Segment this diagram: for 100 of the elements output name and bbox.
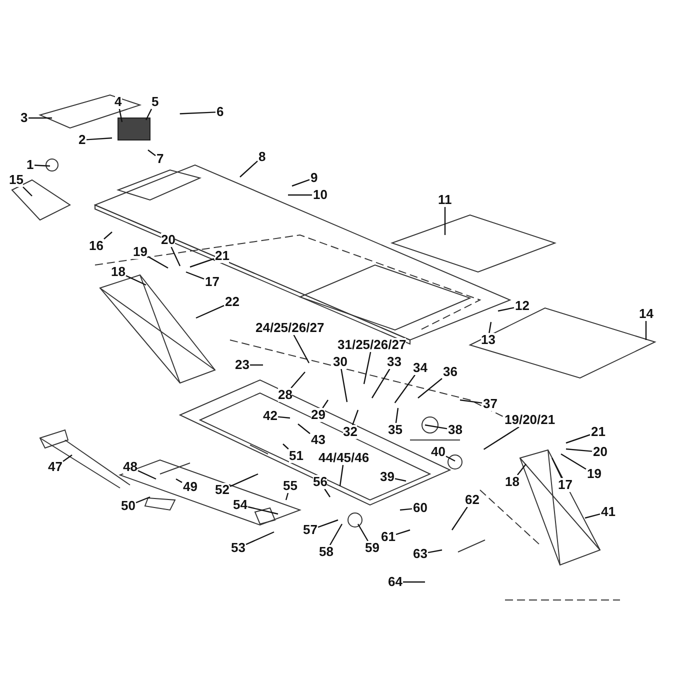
callout-number: 13: [481, 333, 496, 347]
leader-line: [394, 478, 406, 482]
callout-number: 39: [380, 470, 394, 484]
leader-line: [363, 352, 372, 384]
callout-number: 9: [310, 171, 318, 185]
callout-number: 24/25/26/27: [256, 321, 324, 335]
callout-number: 56: [313, 475, 328, 489]
leader-line: [28, 117, 52, 119]
leader-line: [196, 305, 224, 319]
leader-line: [230, 473, 258, 487]
callout-number: 58: [319, 545, 334, 559]
callout-number: 34: [413, 361, 428, 375]
leader-line: [322, 400, 328, 408]
leader-line: [190, 258, 214, 268]
leader-line: [288, 194, 312, 196]
callout-number: 32: [343, 425, 358, 439]
callout-number: 21: [215, 249, 230, 263]
callout-number: 29: [311, 408, 326, 422]
callout-number: 20: [593, 445, 608, 459]
callout-number: 37: [483, 397, 498, 411]
callout-number: 43: [311, 433, 326, 447]
leader-line: [460, 399, 482, 404]
leader-line: [516, 464, 526, 476]
leader-line: [118, 108, 123, 122]
leader-line: [400, 508, 412, 511]
callout-number: 6: [216, 105, 224, 119]
leader-line: [240, 160, 258, 178]
callout-number: 48: [123, 460, 138, 474]
callout-number: 20: [161, 233, 176, 247]
callout-number: 11: [438, 193, 452, 207]
callout-number: 33: [387, 355, 402, 369]
callout-number: 28: [278, 388, 292, 402]
leader-line: [318, 519, 338, 528]
leader-line: [170, 246, 181, 266]
callout-number: 19: [587, 467, 602, 481]
leader-line: [329, 524, 343, 546]
callout-number: 40: [431, 445, 446, 459]
leader-line: [290, 372, 306, 388]
leader-line: [560, 453, 586, 470]
leader-line: [403, 581, 425, 583]
leader-line: [293, 334, 310, 364]
callout-number: 17: [558, 478, 572, 492]
leader-line: [424, 424, 448, 430]
callout-number: 63: [413, 547, 428, 561]
callout-number: 10: [313, 188, 328, 202]
leader-line: [176, 478, 182, 483]
leader-line: [352, 410, 359, 426]
leader-line: [428, 549, 442, 554]
leader-line: [339, 464, 344, 486]
leader-line: [645, 321, 647, 340]
leader-line: [138, 470, 156, 480]
callout-number: 18: [505, 475, 520, 489]
leader-line: [285, 492, 289, 500]
callout-number: 49: [183, 480, 198, 494]
leader-line: [148, 150, 156, 156]
callout-number: 60: [413, 501, 428, 515]
leader-line: [396, 529, 410, 536]
leader-line: [446, 456, 456, 462]
leader-line: [282, 444, 289, 450]
leader-line: [292, 179, 310, 187]
callout-number: 1: [26, 158, 34, 172]
leader-line: [394, 374, 416, 404]
leader-line: [250, 364, 263, 366]
callout-number: 8: [258, 150, 266, 164]
callout-number: 12: [515, 299, 530, 313]
callout-number: 55: [283, 479, 298, 493]
callout-number: 15: [9, 173, 24, 187]
callout-number: 51: [289, 449, 304, 463]
callout-number: 16: [89, 239, 104, 253]
callout-number: 50: [121, 499, 136, 513]
leader-line: [371, 368, 390, 398]
leader-line: [145, 108, 152, 120]
leader-line: [584, 514, 600, 519]
leader-line: [34, 164, 50, 167]
leader-line: [104, 232, 112, 240]
callout-number: 31/25/26/27: [338, 338, 406, 352]
callout-number: 4: [114, 95, 122, 109]
callout-number: 7: [156, 152, 164, 166]
callout-number: 3: [20, 111, 28, 125]
leader-line: [86, 137, 112, 140]
leader-line: [278, 416, 290, 419]
callout-number: 64: [388, 575, 402, 589]
leader-line: [566, 434, 590, 444]
leader-line: [551, 458, 562, 478]
callout-number: 22: [225, 295, 240, 309]
leader-line: [483, 426, 520, 450]
callout-number: 30: [333, 355, 348, 369]
callout-number: 17: [205, 275, 220, 289]
callout-number: 5: [152, 95, 159, 109]
leader-line: [136, 496, 150, 504]
callout-number: 44/45/46: [318, 451, 370, 465]
callout-number: 38: [448, 423, 462, 437]
callout-number: 47: [48, 460, 62, 474]
callout-number: 42: [263, 409, 278, 423]
callout-number: 18: [111, 265, 126, 279]
callout-number: 14: [639, 307, 654, 321]
callout-number: 54: [233, 498, 248, 512]
leader-line: [298, 424, 310, 434]
leader-line: [418, 378, 442, 398]
leader-line: [357, 524, 368, 542]
